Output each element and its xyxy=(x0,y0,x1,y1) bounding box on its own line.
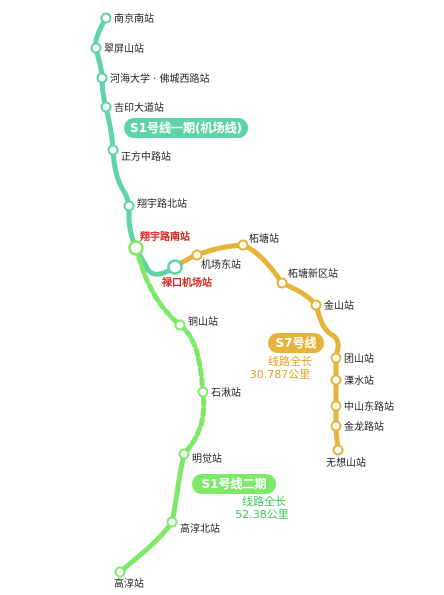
station-marker-cuipingshan[interactable] xyxy=(90,42,102,54)
label-zhongshan-east: 中山东路站 xyxy=(344,400,394,413)
station-marker-lukou-airport-transfer[interactable] xyxy=(167,259,183,275)
s7-length-label: 线路全长 xyxy=(268,354,312,368)
s1-phase1-line xyxy=(93,15,178,277)
s1-phase2-length-label: 线路全长 xyxy=(242,494,286,508)
label-shiqiu: 石湫站 xyxy=(211,386,241,399)
label-zhengfang-middle: 正方中路站 xyxy=(121,150,171,163)
station-marker-hohai-focheng-west[interactable] xyxy=(96,72,108,84)
label-tongshan: 铜山站 xyxy=(188,315,218,328)
line-badge-s1-phase2: S1号线二期 xyxy=(192,474,276,494)
s7-length-value: 30.787公里 xyxy=(250,368,311,381)
station-marker-zhetang-new-district[interactable] xyxy=(276,277,288,289)
station-marker-tongshan[interactable] xyxy=(174,319,186,331)
label-cuipingshan: 翠屏山站 xyxy=(104,42,144,55)
station-marker-wuxiangshan[interactable] xyxy=(332,444,344,456)
line-badge-s1-phase1: S1号线一期(机场线) xyxy=(124,118,248,138)
s7-length-info: 线路全长 30.787公里 xyxy=(250,354,312,381)
s1-phase2-length-value: 52.38公里 xyxy=(235,508,289,521)
station-marker-shiqiu[interactable] xyxy=(197,386,209,398)
label-gaochun: 高淳站 xyxy=(114,577,144,590)
station-marker-zhetang[interactable] xyxy=(237,239,249,251)
s1-phase2-line-dashed xyxy=(133,245,207,457)
station-marker-zhengfang-middle[interactable] xyxy=(107,144,119,156)
station-marker-tuanshan[interactable] xyxy=(330,352,342,364)
line-name-s7: S7号线 xyxy=(276,335,317,350)
s1-phase1-stations xyxy=(90,12,135,212)
label-jinlong: 金龙路站 xyxy=(344,420,384,433)
station-labels: 南京南站 翠屏山站 河海大学 · 佛城西路站 吉印大道站 正方中路站 翔宇路北站… xyxy=(104,12,394,590)
station-marker-lishui[interactable] xyxy=(330,374,342,386)
label-tuanshan: 团山站 xyxy=(344,352,374,365)
label-xiangyu-south: 翔宇路南站 xyxy=(139,230,190,243)
station-marker-jiyin-avenue[interactable] xyxy=(100,101,112,113)
station-marker-xiangyu-north[interactable] xyxy=(123,200,135,212)
label-lukou-airport: 禄口机场站 xyxy=(161,276,212,289)
label-mingjue: 明觉站 xyxy=(192,452,222,465)
line-badge-s7: S7号线 xyxy=(268,333,324,353)
label-wuxiangshan: 无想山站 xyxy=(326,456,366,469)
s1-phase2-line-solid xyxy=(117,451,187,575)
station-marker-airport-east[interactable] xyxy=(191,249,203,261)
s1-phase2-length-info: 线路全长 52.38公里 xyxy=(235,494,289,521)
label-gaochun-north: 高淳北站 xyxy=(180,522,220,535)
label-lishui: 溧水站 xyxy=(344,374,374,387)
label-zhetang-new-district: 柘塘新区站 xyxy=(288,267,338,280)
station-marker-gaochun-north[interactable] xyxy=(166,516,178,528)
label-jinshan: 金山站 xyxy=(324,299,354,312)
line-name-s1-phase1: S1号线一期(机场线) xyxy=(130,120,242,135)
station-marker-jinshan[interactable] xyxy=(310,299,322,311)
station-marker-jinlong[interactable] xyxy=(330,420,342,432)
label-airport-east: 机场东站 xyxy=(201,258,241,271)
line-name-s1-phase2: S1号线二期 xyxy=(202,476,267,491)
label-zhetang: 柘塘站 xyxy=(249,232,279,245)
s1-phase2-stations xyxy=(114,319,209,578)
label-nanjing-south: 南京南站 xyxy=(114,12,154,25)
s7-stations xyxy=(191,239,344,456)
station-marker-xiangyu-south-transfer[interactable] xyxy=(128,240,144,256)
label-xiangyu-north: 翔宇路北站 xyxy=(137,197,187,210)
station-marker-zhongshan-east[interactable] xyxy=(330,400,342,412)
label-hohai-focheng-west: 河海大学 · 佛城西路站 xyxy=(110,72,210,85)
station-marker-gaochun[interactable] xyxy=(114,566,126,578)
station-marker-nanjing-south[interactable] xyxy=(100,12,112,24)
station-marker-mingjue[interactable] xyxy=(178,448,190,460)
label-jiyin-avenue: 吉印大道站 xyxy=(114,101,164,114)
